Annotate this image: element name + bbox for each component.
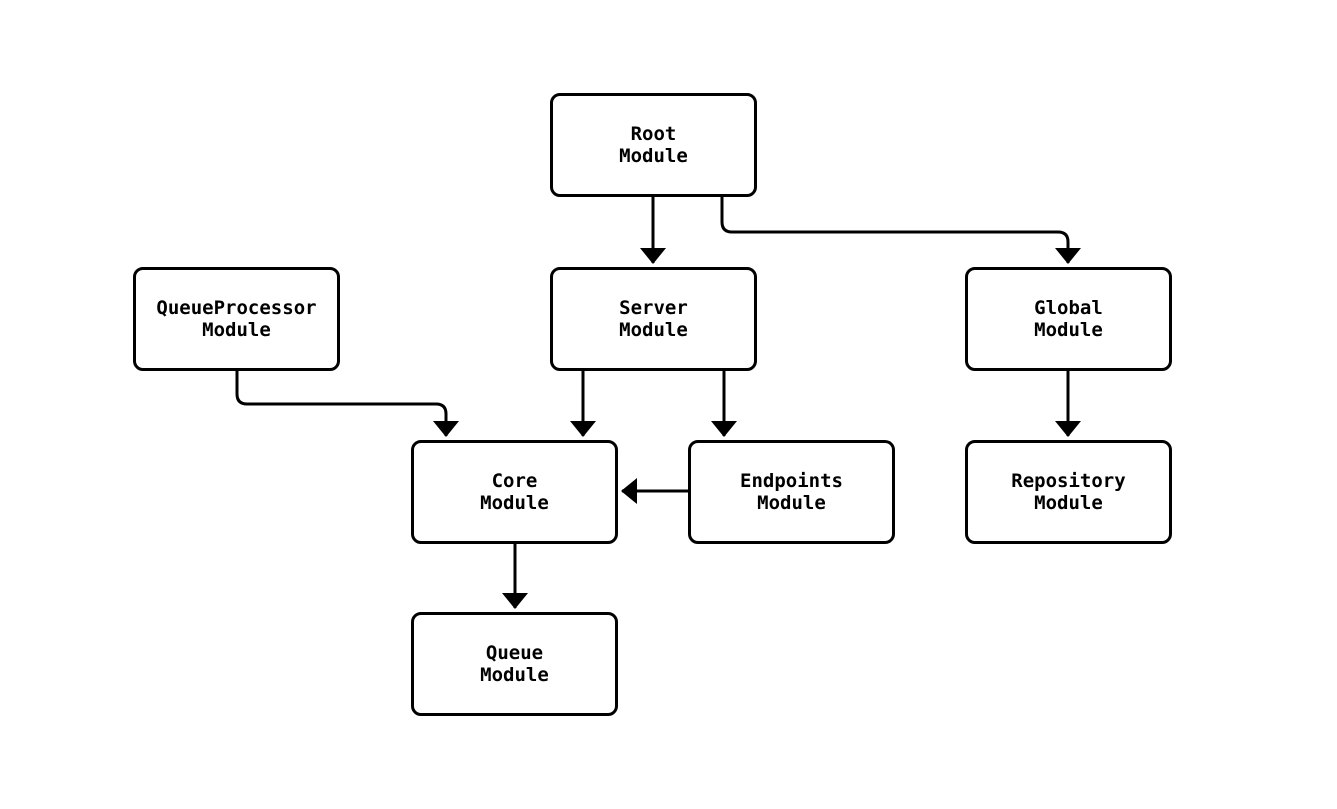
node-core-module: Core Module: [411, 440, 618, 544]
node-label: Queue Module: [480, 642, 549, 686]
node-server-module: Server Module: [550, 267, 757, 371]
node-endpoints-module: Endpoints Module: [688, 440, 895, 544]
node-label: Server Module: [619, 297, 688, 341]
node-label: Repository Module: [1011, 470, 1126, 514]
node-queueprocessor-module: QueueProcessor Module: [133, 267, 340, 371]
node-label: Root Module: [619, 123, 688, 167]
node-label: Endpoints Module: [740, 470, 843, 514]
edge-root-to-global: [720, 197, 1081, 264]
node-label: QueueProcessor Module: [156, 297, 317, 341]
node-root-module: Root Module: [550, 93, 757, 197]
node-label: Core Module: [480, 470, 549, 514]
node-queue-module: Queue Module: [411, 612, 618, 716]
edge-queueprocessor-to-core: [235, 371, 459, 437]
node-global-module: Global Module: [965, 267, 1172, 371]
node-repository-module: Repository Module: [965, 440, 1172, 544]
node-label: Global Module: [1034, 297, 1103, 341]
